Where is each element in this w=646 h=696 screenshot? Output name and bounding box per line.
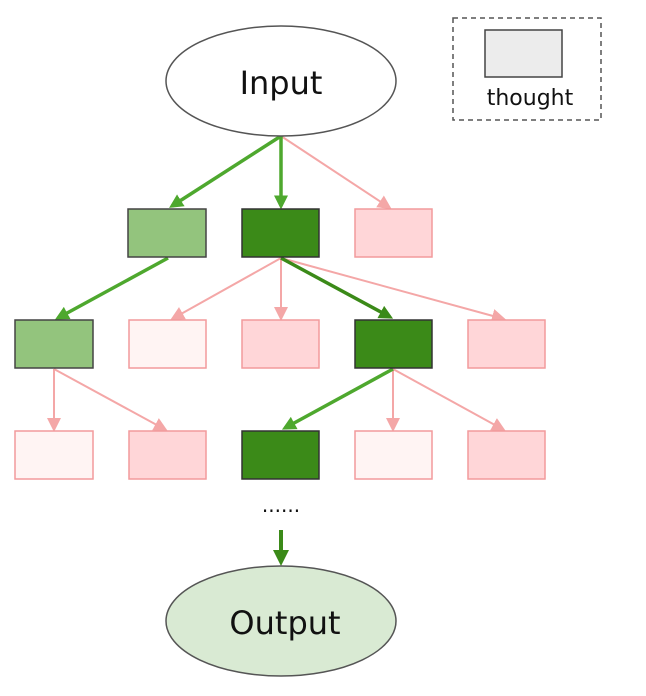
thought-l3-5 — [467, 430, 546, 480]
rejected-edges — [47, 135, 506, 432]
edge-l1-2-to-l2-5 — [280, 257, 506, 323]
edge-l1-1-to-l2-1 — [54, 256, 169, 320]
edge-l2-1-to-l3-2 — [53, 368, 168, 431]
edge-l1-2-to-l2-4 — [280, 256, 394, 319]
thought-l3-2 — [128, 430, 207, 480]
thought-l3-4 — [354, 430, 433, 480]
thought-l3-3 — [241, 430, 320, 480]
thought-l3-1 — [14, 430, 94, 480]
edge-l2-4-to-l3-5 — [392, 368, 506, 431]
legend-label: thought — [487, 86, 574, 111]
legend-box — [452, 17, 602, 121]
output-node — [165, 565, 397, 677]
thought-l2-1 — [14, 319, 94, 369]
ellipsis-text: ...... — [262, 493, 300, 517]
chosen-edges — [54, 134, 394, 566]
thought-l1-2 — [241, 208, 320, 258]
input-label: Input — [240, 64, 323, 102]
edge-l2-4-to-l3-3 — [281, 367, 394, 430]
edge-input-to-l1-1 — [169, 134, 282, 208]
edge-input-to-l1-3 — [280, 135, 392, 210]
legend: thought — [452, 17, 602, 121]
edge-l1-2-to-l2-2 — [170, 257, 282, 320]
thought-l1-1 — [127, 208, 207, 258]
thought-l2-3 — [241, 319, 320, 369]
thought-l2-5 — [467, 319, 546, 369]
thought-l1-3 — [354, 208, 433, 258]
thought-l2-2 — [128, 319, 207, 369]
input-node — [165, 25, 397, 137]
thought-l2-4 — [354, 319, 433, 369]
legend-thought-swatch — [484, 29, 563, 78]
output-label: Output — [229, 604, 340, 642]
